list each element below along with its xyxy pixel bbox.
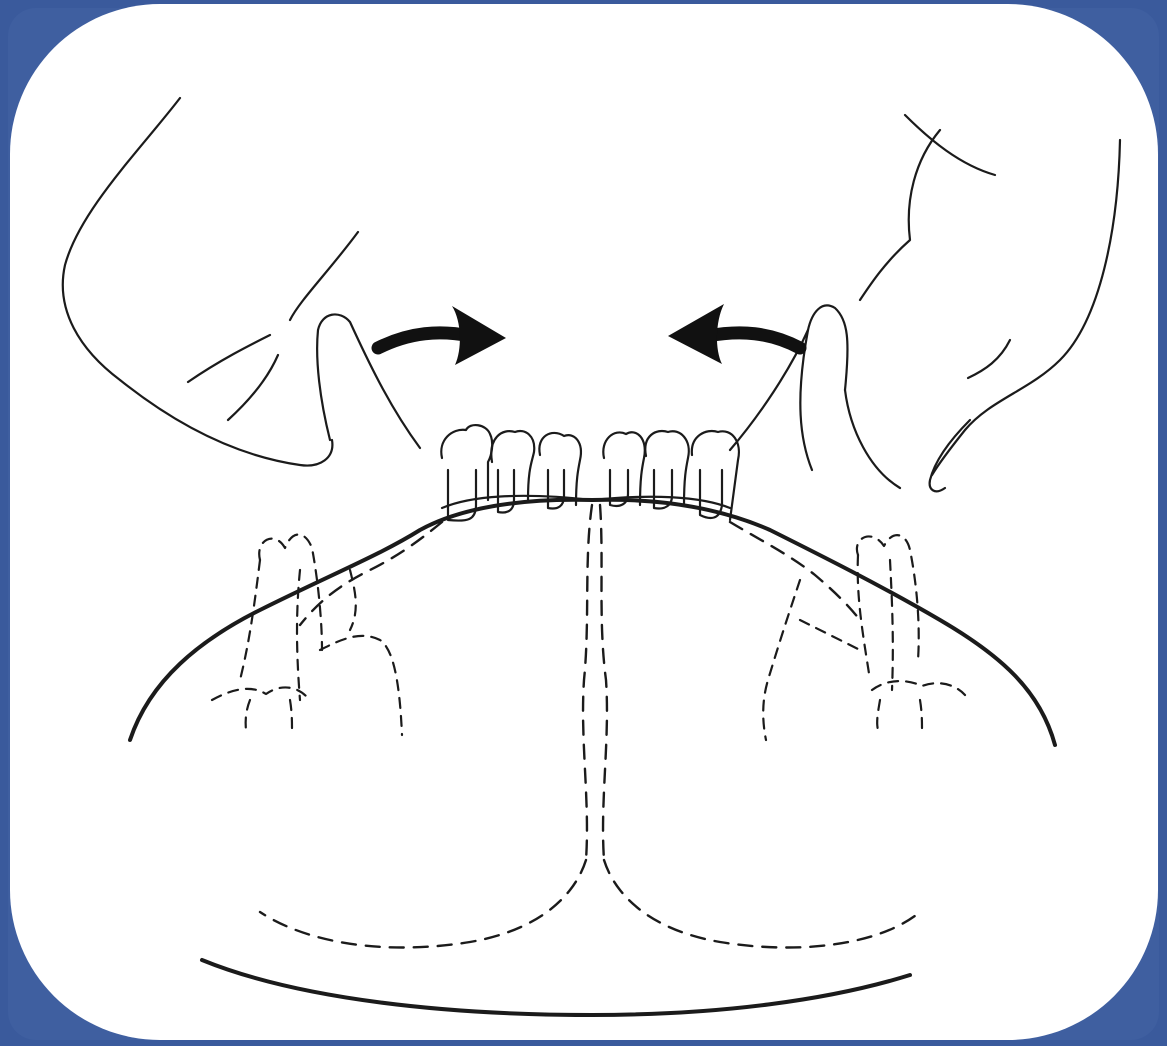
mandible-outline <box>130 500 1055 745</box>
right-hand-icon <box>730 115 1120 491</box>
left-root-outlines <box>212 535 402 736</box>
symphysis-right <box>604 860 920 948</box>
inner-contour-right <box>730 522 860 620</box>
left-hand-icon <box>63 98 420 466</box>
right-root-outlines <box>763 535 965 740</box>
chin-outline <box>202 960 910 1015</box>
arrow-left-icon <box>668 304 800 364</box>
reduction-diagram <box>10 4 1158 1040</box>
arrow-right-icon <box>378 306 506 365</box>
fracture-line-b <box>600 505 607 860</box>
fracture-line-a <box>583 505 592 860</box>
symphysis-left <box>260 860 586 948</box>
inner-contour-left <box>300 522 442 625</box>
illustration-card <box>10 4 1158 1040</box>
